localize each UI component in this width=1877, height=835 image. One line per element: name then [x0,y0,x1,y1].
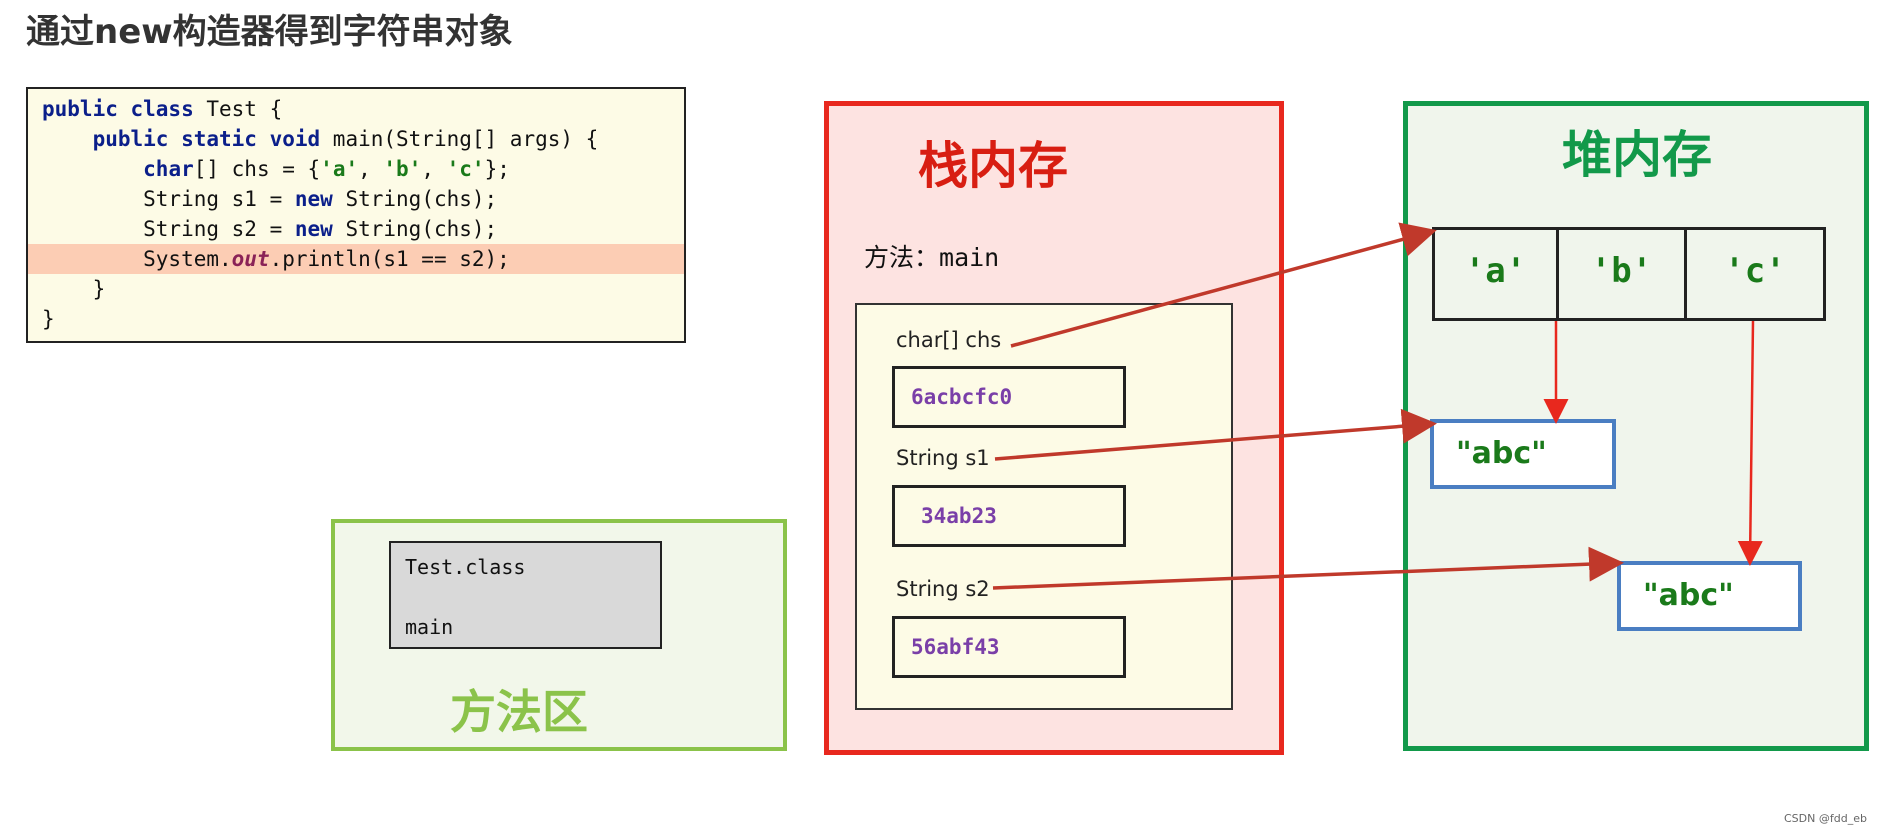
code-token: , [358,157,384,181]
code-token: .println(s1 == s2); [269,247,510,271]
code-token: String(chs); [332,187,498,211]
heap-string-s2: "abc" [1617,561,1802,631]
code-token: } [42,277,106,301]
code-line: System.out.println(s1 == s2); [28,244,684,274]
array-cell-c: 'c' [1684,227,1826,321]
code-line: public static void main(String[] args) { [28,124,684,154]
code-line: char[] chs = {'a', 'b', 'c'}; [28,154,684,184]
var-label-s1: String s1 [896,446,990,470]
arrow-array-to-string2 [1737,320,1763,566]
array-cell-a: 'a' [1432,227,1559,321]
code-line: String s2 = new String(chs); [28,214,684,244]
code-token: main(String[] args) { [320,127,599,151]
code-token: } [42,307,55,331]
code-line: } [28,304,684,334]
stack-memory-label: 栈内存 [918,137,1068,195]
code-token: 'a' [320,157,359,181]
code-block: public class Test { public static void m… [26,87,686,343]
addr-box-s2: 56abf43 [892,616,1126,678]
class-method: main [405,615,454,639]
code-token: }; [484,157,510,181]
code-token: char [143,157,194,181]
code-token: String(chs); [332,217,498,241]
code-token: System. [42,247,232,271]
code-token: String s2 = [42,217,295,241]
var-label-s2: String s2 [896,577,990,601]
heap-string-s1: "abc" [1430,419,1616,489]
code-token: 'b' [383,157,422,181]
method-area-label: 方法区 [450,685,588,739]
code-token: new [294,217,333,241]
arrow-s2-to-string [992,546,1624,590]
method-name: main [939,243,1000,272]
heap-memory-label: 堆内存 [1562,126,1712,184]
code-line: String s1 = new String(chs); [28,184,684,214]
code-token: , [421,157,447,181]
class-info-box: Test.class main [389,541,662,649]
code-line: } [28,274,684,304]
addr-box-s1: 34ab23 [892,485,1126,547]
var-label-chs: char[] chs [896,328,1002,352]
code-token: out [231,247,270,271]
class-name: Test.class [405,555,526,579]
code-token: [] chs = { [193,157,321,181]
code-token: Test { [193,97,283,121]
code-token: new [294,187,333,211]
code-line: public class Test { [28,94,684,124]
stack-method-label: 方法：main [864,238,999,274]
code-token: public static void [92,127,321,151]
addr-box-chs: 6acbcfc0 [892,366,1126,428]
method-prefix: 方法： [864,243,940,272]
arrow-s1-to-string [994,408,1437,461]
code-token: public class [42,97,194,121]
code-token: 'c' [446,157,485,181]
page-title: 通过new构造器得到字符串对象 [26,12,513,52]
code-token: String s1 = [42,187,295,211]
watermark: CSDN @fdd_eb [1784,812,1867,825]
arrow-chs-to-array [1010,222,1437,348]
